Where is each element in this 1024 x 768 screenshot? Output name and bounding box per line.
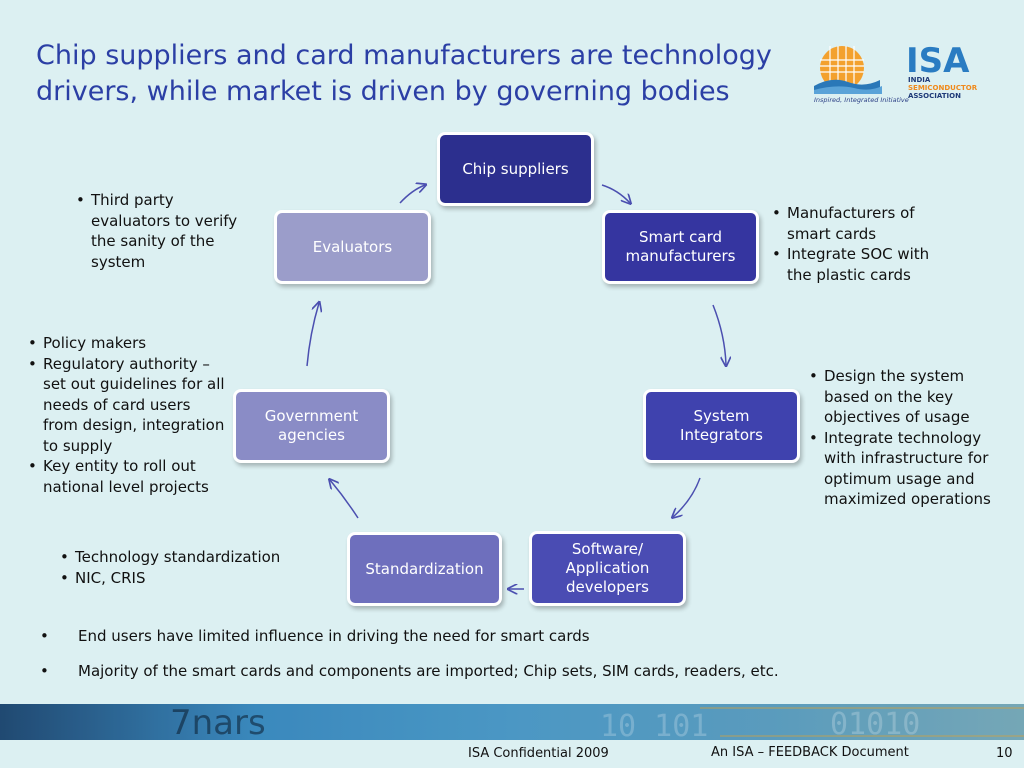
node-chip-suppliers: Chip suppliers [437,132,594,206]
node-chip-suppliers-label: Chip suppliers [462,159,569,178]
node-evaluators-label: Evaluators [312,237,393,256]
note-item: Regulatory authority – set out guideline… [25,354,230,457]
svg-text:01010: 01010 [830,707,920,740]
slide-title: Chip suppliers and card manufacturers ar… [36,40,772,107]
svg-text:INDIA: INDIA [908,76,931,84]
node-system-integrators-label: System Integrators [680,407,763,444]
node-government-agencies-label: Government agencies [264,407,359,444]
note-item: Third party evaluators to verify the san… [73,190,243,272]
node-smart-card-manufacturers-label: Smart card manufacturers [625,228,736,265]
arrow-integrators-to-software [673,477,701,517]
arrow-evaluators-to-chip [399,185,425,204]
node-government-agencies: Government agencies [233,389,390,463]
footer-decorative-band: 10 101 01010 7nars [0,704,1024,740]
svg-text:10 101: 10 101 [600,709,708,740]
manufacturers-notes: Manufacturers of smart cards Integrate S… [769,203,949,285]
svg-text:7nars: 7nars [170,704,266,740]
node-software-developers: Software/ Application developers [529,531,686,606]
node-system-integrators: System Integrators [643,389,800,463]
arrow-standardization-to-government [330,480,359,519]
isa-logo: Inspired, Integrated Initiative ISA INDI… [814,41,978,104]
node-software-developers-label: Software/ Application developers [565,540,650,596]
note-item: Manufacturers of smart cards [769,203,949,244]
arrow-manufacturers-to-integrators [712,304,726,365]
node-evaluators: Evaluators [274,210,431,284]
node-standardization: Standardization [347,532,502,606]
arrow-government-to-evaluators [306,303,319,367]
integrators-notes: Design the system based on the key objec… [806,366,1011,510]
arrow-chip-to-manufacturers [601,184,630,203]
note-item: Design the system based on the key objec… [806,366,1011,428]
key-points: End users have limited influence in driv… [36,626,986,681]
note-item: Technology standardization [57,547,337,568]
svg-text:ASSOCIATION: ASSOCIATION [908,92,961,100]
node-standardization-label: Standardization [365,559,484,578]
evaluators-notes: Third party evaluators to verify the san… [73,190,243,272]
footer-confidential: ISA Confidential 2009 [468,746,609,761]
standardization-notes: Technology standardization NIC, CRIS [57,547,337,588]
note-item: Key entity to roll out national level pr… [25,456,230,497]
note-item: NIC, CRIS [57,568,337,589]
node-smart-card-manufacturers: Smart card manufacturers [602,210,759,284]
key-point: Majority of the smart cards and componen… [36,661,986,681]
footer-document: An ISA – FEEDBACK Document [711,745,909,760]
note-item: Integrate technology with infrastructure… [806,428,1011,510]
svg-text:ISA: ISA [906,41,970,81]
key-point: End users have limited influence in driv… [36,626,986,646]
svg-text:Inspired, Integrated Initiativ: Inspired, Integrated Initiative [814,96,909,104]
svg-text:SEMICONDUCTOR: SEMICONDUCTOR [908,84,978,92]
government-notes: Policy makers Regulatory authority – set… [25,333,230,497]
footer-page-number: 10 [996,746,1013,761]
note-item: Policy makers [25,333,230,354]
note-item: Integrate SOC with the plastic cards [769,244,949,285]
